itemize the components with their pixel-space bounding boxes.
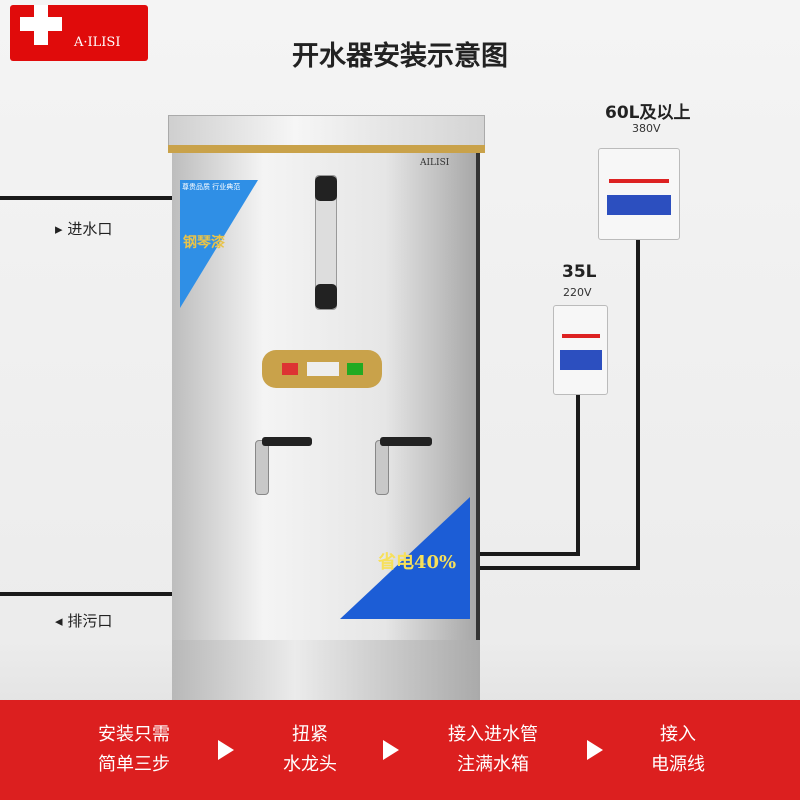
arrow-right-icon	[587, 740, 603, 760]
sticker-right	[340, 497, 470, 619]
faucet-right[interactable]	[375, 440, 389, 495]
step-line: 扭紧	[292, 724, 328, 745]
page-title: 开水器安装示意图	[292, 41, 508, 72]
faucet-left[interactable]	[255, 440, 269, 495]
arrow-right-icon	[218, 740, 234, 760]
step-2: 接入进水管注满水箱	[423, 720, 563, 780]
breaker-380-capacity: 60L及以上	[605, 103, 691, 123]
saving-text: 省电40%	[378, 552, 457, 573]
inlet-label: ▸ 进水口	[55, 220, 113, 238]
step-line: 注满水箱	[457, 754, 529, 775]
green-indicator	[347, 363, 363, 375]
display-window	[307, 362, 339, 376]
water-level-gauge	[315, 175, 337, 310]
arrow-right-icon	[383, 740, 399, 760]
breaker-switch[interactable]	[607, 195, 671, 215]
gauge-cap-bottom	[315, 284, 337, 309]
cable-380v	[636, 240, 640, 570]
drain-pipe	[0, 592, 172, 596]
sticker-name: 钢琴漆	[183, 235, 225, 251]
breaker-380-voltage: 380V	[632, 122, 661, 135]
step-1: 扭紧水龙头	[240, 720, 380, 780]
inlet-pipe	[0, 196, 340, 200]
brand-logo: A·ILISI	[10, 5, 148, 61]
step-line: 电源线	[651, 754, 705, 775]
step-line: 接入	[660, 724, 696, 745]
breaker-380v[interactable]	[598, 148, 680, 240]
machine-brand: AILISI	[420, 158, 450, 168]
breaker-220-capacity: 35L	[562, 262, 597, 282]
step-line: 水龙头	[283, 754, 337, 775]
faucet-right-handle[interactable]	[380, 437, 432, 446]
steps-banner: 安装只需简单三步 扭紧水龙头 接入进水管注满水箱 接入电源线	[0, 700, 800, 800]
breaker-220-voltage: 220V	[563, 286, 592, 299]
step-intro: 安装只需简单三步	[64, 720, 204, 780]
red-indicator	[282, 363, 298, 375]
drain-label: ◂ 排污口	[55, 612, 113, 630]
sticker-left	[180, 180, 258, 308]
cable-220v-h	[480, 552, 580, 556]
gauge-cap-top	[315, 176, 337, 201]
breaker-red-bar	[609, 179, 669, 183]
control-panel	[262, 350, 382, 388]
machine-base	[172, 640, 480, 700]
inlet-label-text: 进水口	[67, 220, 113, 238]
sticker-tag: 尊贵品质 行业典范	[182, 183, 241, 191]
breaker-220v[interactable]	[553, 305, 608, 395]
drain-label-text: 排污口	[67, 612, 113, 630]
step-line: 安装只需	[98, 724, 170, 745]
step-3: 接入电源线	[608, 720, 748, 780]
faucet-left-handle[interactable]	[262, 437, 312, 446]
cable-220v	[576, 395, 580, 555]
step-line: 简单三步	[98, 754, 170, 775]
gold-trim	[168, 145, 485, 153]
cable-380v-h	[480, 566, 640, 570]
breaker-red-bar	[562, 334, 600, 338]
step-line: 接入进水管	[448, 724, 538, 745]
cross-icon-bar	[34, 5, 48, 45]
machine-lid	[168, 115, 485, 147]
breaker-switch[interactable]	[560, 350, 602, 370]
logo-text: A·ILISI	[74, 35, 121, 50]
